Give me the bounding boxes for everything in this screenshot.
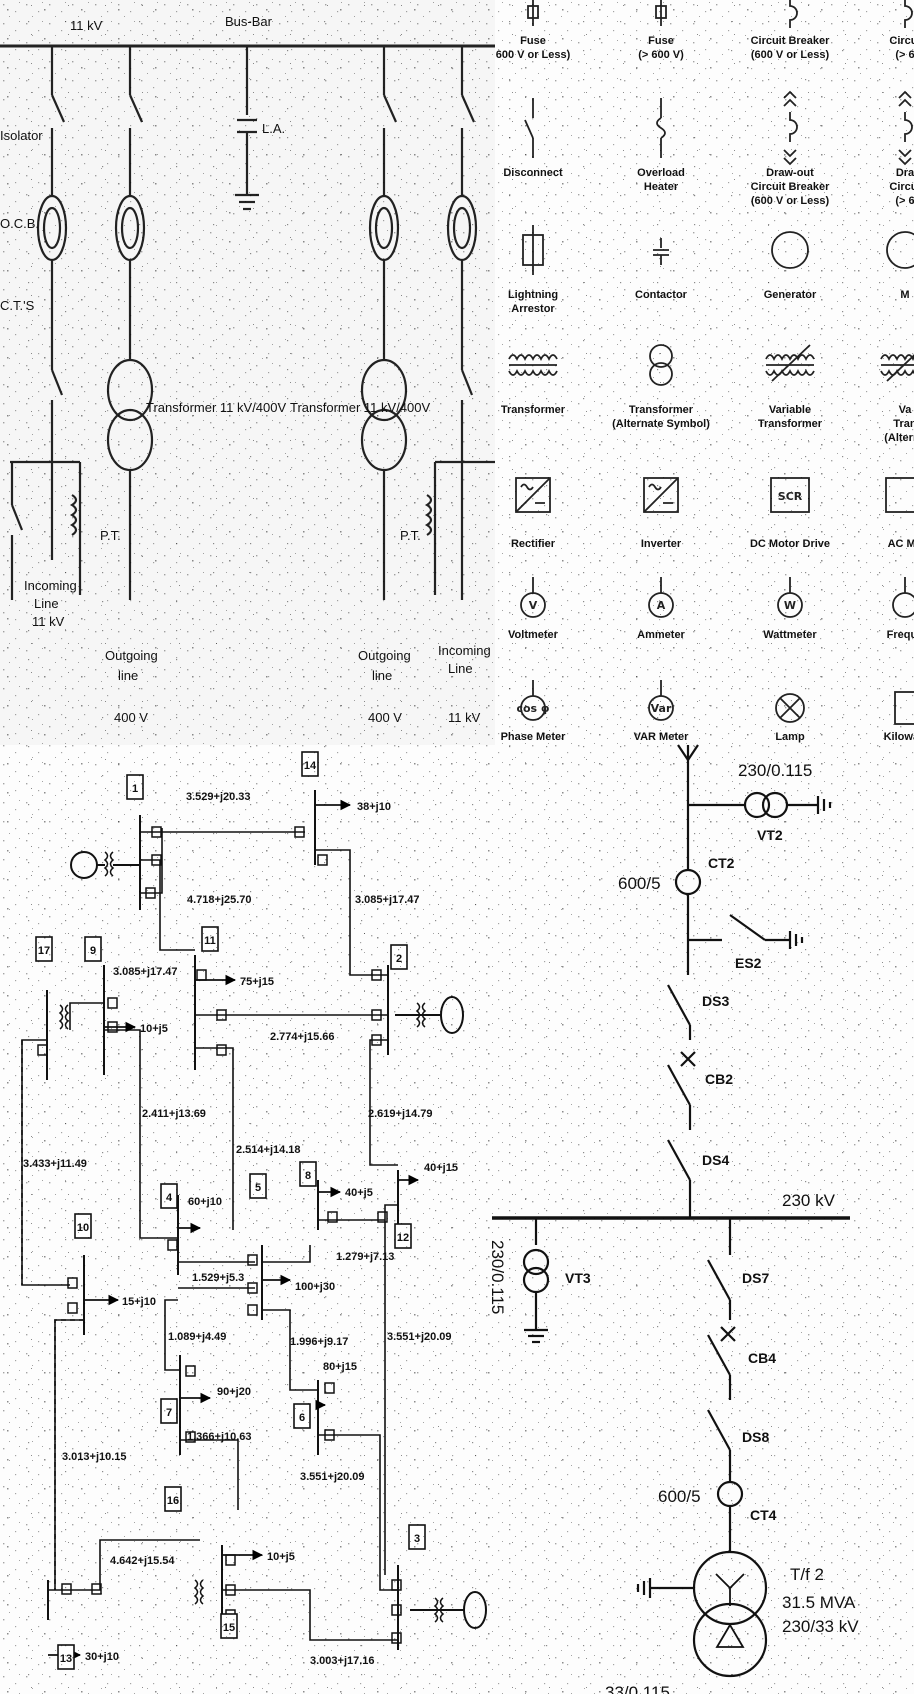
diagram-canvas: 11 kV Bus-Bar Isolator O.C.B. C.T.'S L.A… xyxy=(0,0,914,1694)
noise-overlay-2 xyxy=(0,0,914,1694)
composite-electrical-diagrams: 11 kV Bus-Bar Isolator O.C.B. C.T.'S L.A… xyxy=(0,0,914,1694)
